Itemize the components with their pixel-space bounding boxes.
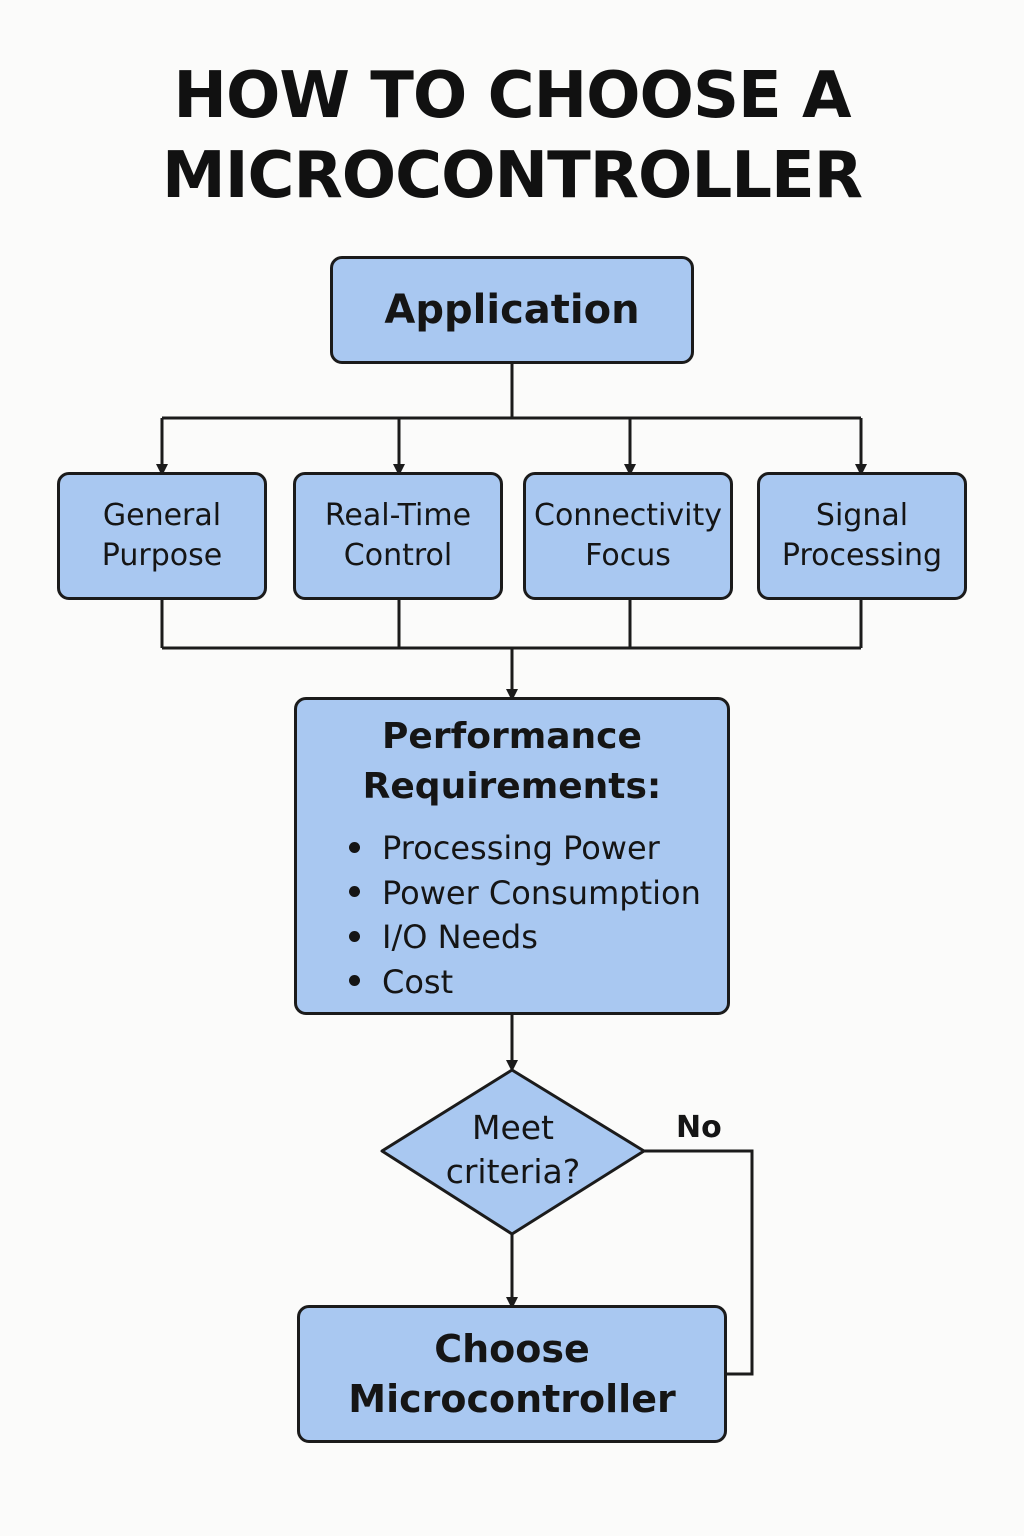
list-item: Power Consumption <box>349 871 701 916</box>
category-general-purpose: General Purpose <box>57 472 267 600</box>
category-label-line-1: Real-Time <box>324 498 472 533</box>
choose-label-line-2: Microcontroller <box>348 1377 676 1421</box>
category-signal-processing: Signal Processing <box>757 472 967 600</box>
connector-no-loop <box>644 1149 754 1376</box>
category-connectivity-focus: Connectivity Focus <box>523 472 733 600</box>
category-label-line-2: Focus <box>585 538 671 573</box>
diagram-title-line-1: HOW TO CHOOSE A <box>173 59 851 133</box>
diagram-title-line-2: MICROCONTROLLER <box>162 139 863 213</box>
choose-microcontroller-box: Choose Microcontroller <box>297 1305 727 1443</box>
requirements-list: Processing Power Power Consumption I/O N… <box>349 826 701 1004</box>
category-label-line-2: Processing <box>781 538 943 573</box>
list-item-label: Power Consumption <box>382 873 701 912</box>
category-label-line-1: Signal <box>815 498 909 533</box>
bullet-icon <box>349 841 360 853</box>
choose-label-line-1: Choose <box>434 1327 590 1371</box>
bullet-icon <box>349 930 360 942</box>
application-box: Application <box>330 256 694 364</box>
category-real-time-control: Real-Time Control <box>293 472 503 600</box>
list-item-label: Processing Power <box>382 829 660 867</box>
list-item-label: Cost <box>382 962 454 1001</box>
decision-label-line-1: Meet <box>471 1108 555 1147</box>
category-label-line-2: Purpose <box>101 538 223 573</box>
list-item: Processing Power <box>349 826 701 871</box>
list-item-label: I/O Needs <box>382 918 538 956</box>
performance-title-line-1: Performance <box>382 716 642 757</box>
decision-label-line-2: criteria? <box>445 1152 581 1191</box>
list-item: Cost <box>349 960 701 1005</box>
bullet-icon <box>349 886 360 897</box>
category-label-line-2: Control <box>343 538 453 573</box>
performance-title-line-2: Requirements: <box>362 766 662 807</box>
category-label-line-1: General <box>102 498 222 533</box>
performance-requirements-box: Performance Requirements: Processing Pow… <box>294 697 730 1015</box>
no-branch-label: No <box>676 1110 722 1145</box>
application-label: Application <box>384 287 640 333</box>
performance-title: Performance Requirements: <box>363 712 662 812</box>
list-item: I/O Needs <box>349 915 701 960</box>
decision-diamond <box>380 1068 646 1236</box>
category-label-line-1: Connectivity <box>534 498 722 533</box>
decision-label: Meet criteria? <box>382 1100 644 1200</box>
bullet-icon <box>349 975 360 986</box>
diagram-title: HOW TO CHOOSE A MICROCONTROLLER <box>0 56 1024 216</box>
